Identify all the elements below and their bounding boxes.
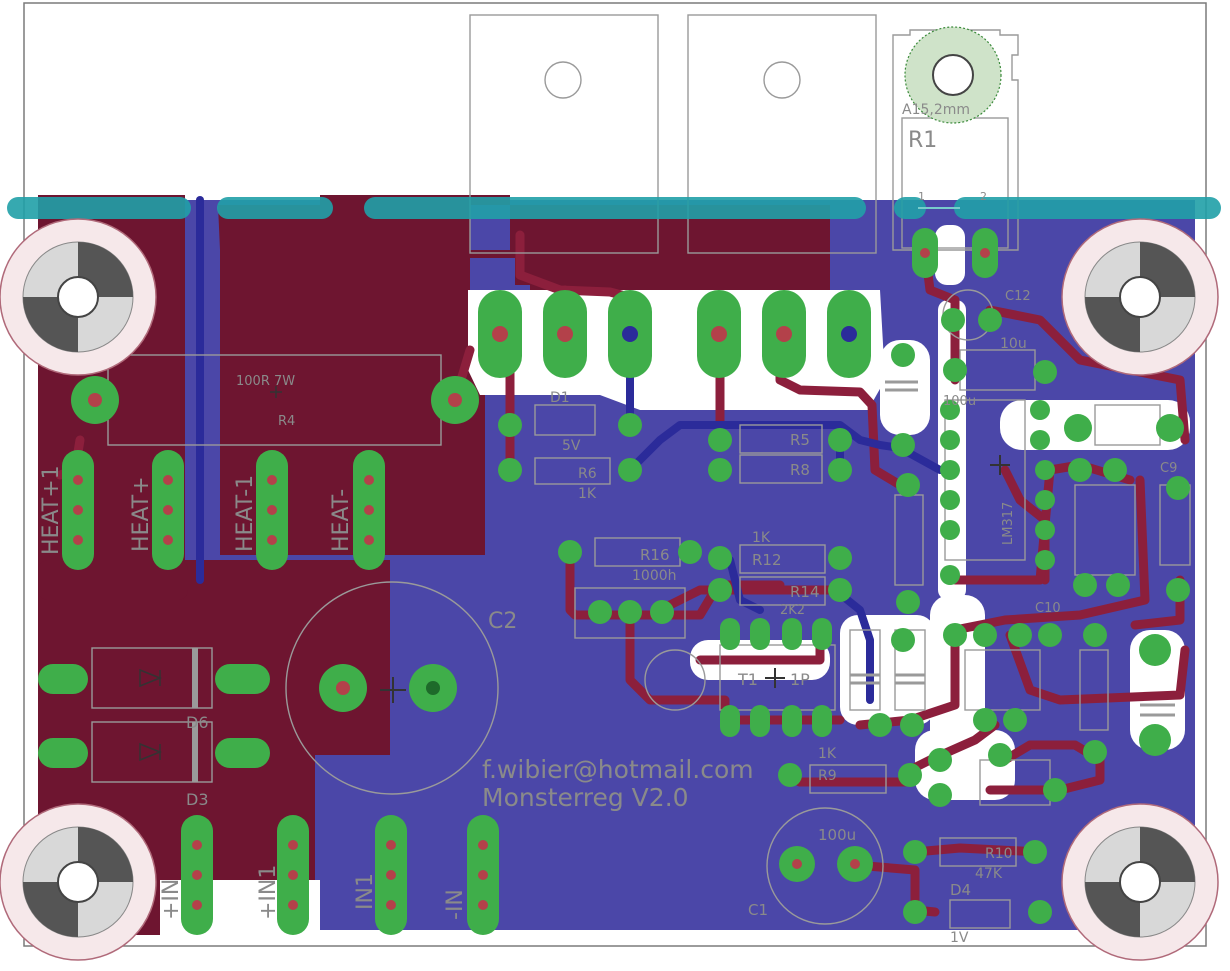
label-in-plus: +IN: [159, 879, 184, 920]
label-heat-plus: HEAT+: [129, 476, 154, 552]
label-r16: R16: [640, 546, 670, 564]
label-v-100u: 100u: [943, 394, 976, 409]
drill-holes: [73, 248, 990, 910]
label-r14: R14: [790, 583, 820, 601]
label-r9-value: 1K: [818, 746, 837, 762]
label-r14-value: 2K2: [780, 603, 805, 618]
small-pads: [498, 308, 1190, 924]
label-r10-value: 47K: [975, 866, 1003, 882]
label-in-plus1: +IN1: [256, 865, 281, 920]
label-d4: D4: [950, 881, 971, 899]
label-r4-value: 100R 7W: [236, 374, 295, 389]
label-r1-pin2: 2: [980, 190, 987, 203]
label-c1-value: 100u: [818, 826, 856, 844]
label-heat-plus1: HEAT+1: [39, 465, 64, 555]
label-heat-minus: HEAT-: [329, 489, 354, 552]
label-r4: R4: [278, 414, 295, 429]
label-r12-value: 1K: [752, 530, 771, 546]
label-r5: R5: [790, 431, 810, 449]
label-r16-value: 1000h: [632, 568, 677, 584]
label-r12: R12: [752, 551, 782, 569]
label-in-minus1: IN1: [353, 873, 378, 910]
label-cap-10u: 10u: [1000, 336, 1027, 352]
label-r8: R8: [790, 461, 810, 479]
mounting-hole-bottom-left: [0, 803, 157, 961]
label-d1: D1: [550, 390, 570, 406]
label-c12: C12: [1005, 289, 1031, 304]
label-d4-value: 1V: [950, 930, 969, 946]
mounting-hole-top-right: [1061, 218, 1219, 376]
silkscreen-labels: A15,2mm R1 1 2 100R 7W R4 D1 5V R6 1K R5…: [39, 102, 1177, 946]
label-in-minus: -IN: [443, 889, 468, 920]
label-a15: A15,2mm: [902, 102, 970, 118]
label-d6: D6: [186, 713, 209, 732]
label-d1-value: 5V: [562, 438, 581, 454]
mounting-hole-bottom-right: [1061, 803, 1219, 961]
label-d3: D3: [186, 790, 209, 809]
label-r6-value: 1K: [578, 486, 597, 502]
credits: f.wibier@hotmail.com Monsterreg V2.0: [482, 755, 754, 812]
label-c10: C10: [1035, 601, 1061, 616]
mounting-hole-r1: [904, 26, 1002, 124]
mounting-holes: [0, 26, 1219, 961]
label-c2: C2: [488, 609, 517, 634]
label-c1: C1: [748, 901, 768, 919]
label-t1-sub: 1P: [790, 670, 810, 689]
label-r1: R1: [908, 128, 937, 153]
label-t1: T1: [737, 670, 758, 689]
credit-email: f.wibier@hotmail.com: [482, 755, 754, 784]
label-heat-minus1: HEAT-1: [233, 475, 258, 552]
label-r6: R6: [578, 466, 597, 482]
label-r1-pin1: 1: [918, 190, 925, 203]
mounting-hole-top-left: [0, 218, 157, 376]
label-r10: R10: [985, 846, 1013, 862]
credit-title: Monsterreg V2.0: [482, 783, 689, 812]
label-r9: R9: [818, 768, 837, 784]
label-ic: LM317: [1001, 502, 1016, 545]
label-c9: C9: [1160, 461, 1177, 476]
